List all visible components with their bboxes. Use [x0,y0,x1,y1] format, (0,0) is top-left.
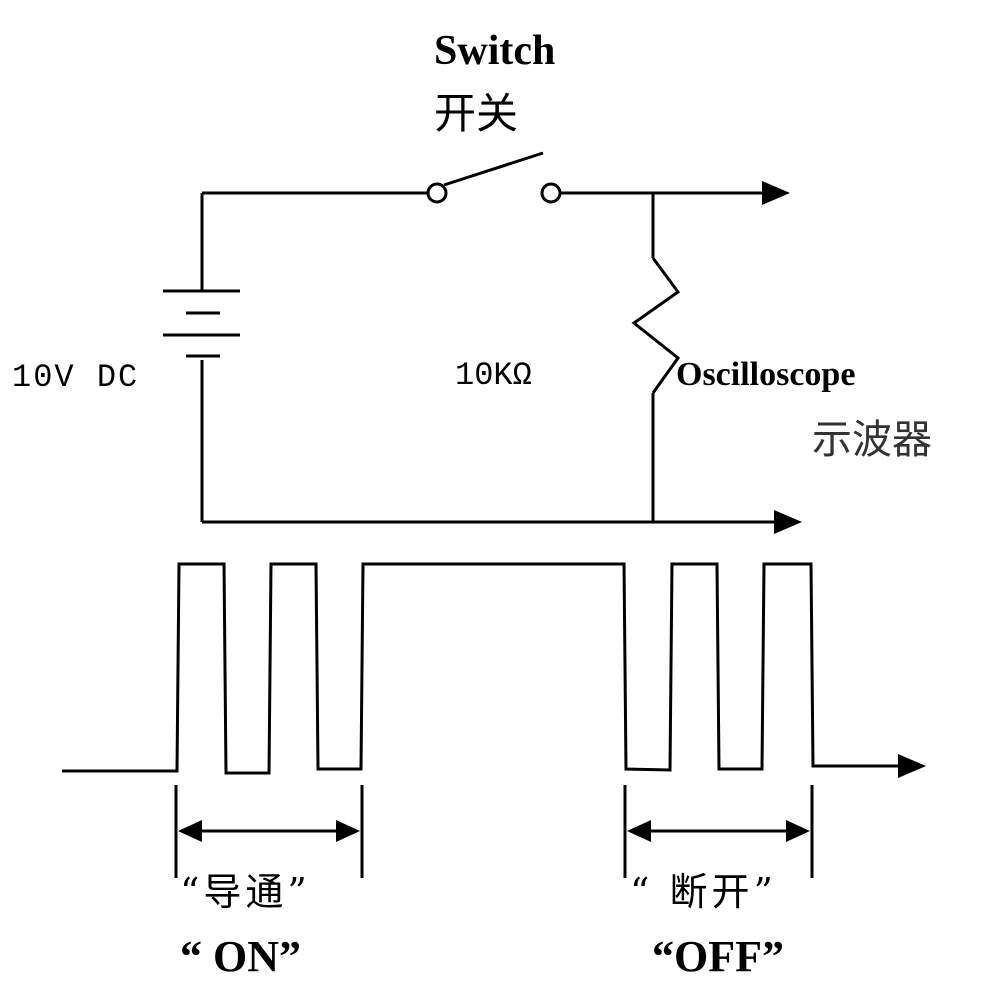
resistor-label: 10KΩ [455,357,532,394]
on-interval-arrow-left [178,820,202,842]
switch-lever [443,151,544,187]
switch-contact-left [426,182,448,204]
waveform-arrow [898,754,926,778]
oscilloscope-label-zh: 示波器 [812,417,932,463]
top-left-wire [200,191,428,290]
off-interval-arrow-right [786,820,810,842]
battery-symbol [163,289,240,358]
switch-label-zh: 开关 [434,89,519,138]
switch-contact-right [540,182,562,204]
off-label-zh: “ 断开” [630,870,777,914]
top-output-arrow [762,181,790,205]
on-label-zh: “导通” [180,870,311,914]
resistor-zigzag [631,257,681,394]
oscilloscope-label-en: Oscilloscope [676,356,856,393]
on-interval-arrow-right [336,820,360,842]
on-label-en: “ ON” [180,932,301,981]
off-label-en: “OFF” [652,932,784,981]
bottom-output-arrow [774,510,802,534]
switch-label-en: Switch [434,28,556,74]
battery-label: 10V DC [12,359,140,396]
waveform-trace [62,562,900,775]
off-interval-arrow-left [627,820,651,842]
